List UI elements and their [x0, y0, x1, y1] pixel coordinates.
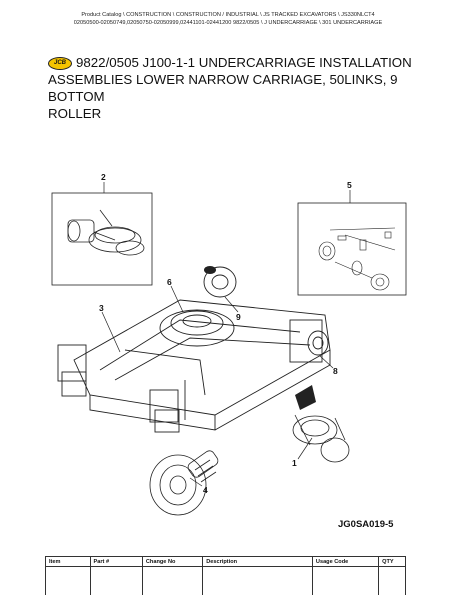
callout-4: 4: [203, 485, 208, 495]
col-part: Part #: [90, 557, 142, 567]
col-qty: QTY: [379, 557, 406, 567]
exploded-parts-drawing: [319, 228, 395, 290]
callout-8: 8: [333, 366, 338, 376]
parts-table: Item Part # Change No Description Usage …: [45, 556, 406, 595]
callout-9: 9: [236, 312, 241, 322]
drawing-code: JG0SA019-5: [338, 519, 393, 530]
inset-box-2: [52, 193, 152, 285]
undercarriage-frame: [58, 267, 330, 432]
top-roller-drawing: [68, 210, 144, 255]
col-change: Change No: [142, 557, 202, 567]
callout-5: 5: [347, 180, 352, 190]
callout-6: 6: [167, 277, 172, 287]
callout-3: 3: [99, 303, 104, 313]
bottom-roller-drawing: [293, 415, 349, 462]
col-description: Description: [203, 557, 313, 567]
parts-table-header: Item Part # Change No Description Usage …: [46, 557, 406, 567]
table-row: [46, 567, 406, 595]
callout-2: 2: [101, 172, 106, 182]
callout-1: 1: [292, 458, 297, 468]
inset-box-5: [298, 203, 406, 295]
col-item: Item: [46, 557, 91, 567]
idler-wheel-drawing: [150, 449, 220, 515]
col-usage: Usage Code: [312, 557, 378, 567]
